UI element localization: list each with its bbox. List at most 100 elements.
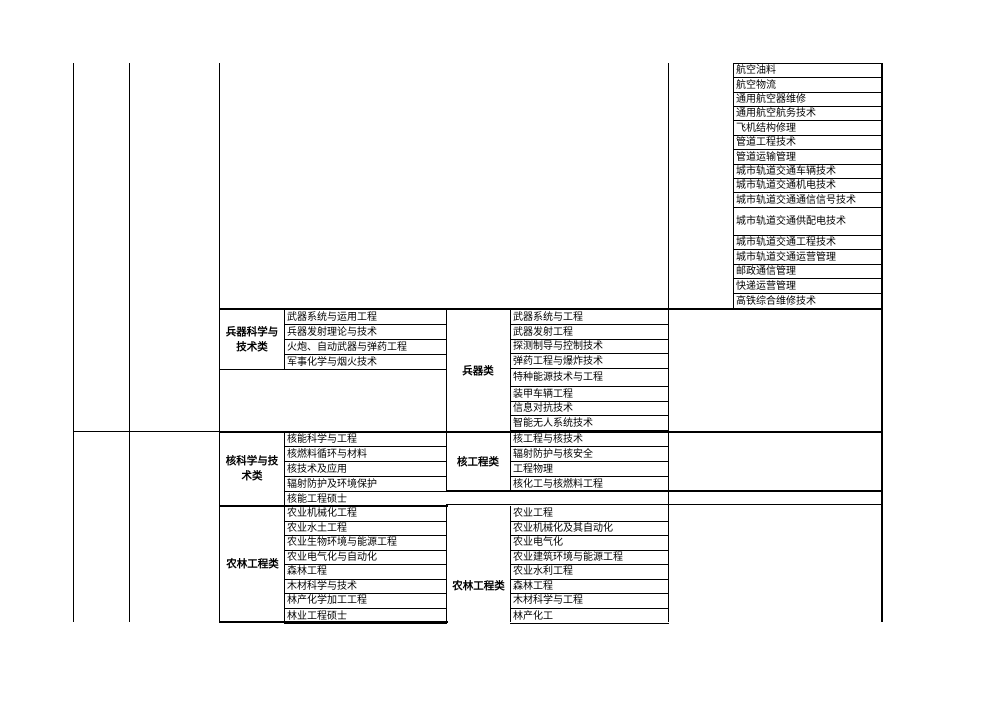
- row-underline: [510, 607, 669, 609]
- agri-left-group: 农林工程类: [226, 557, 279, 570]
- row-line-mid: [73, 431, 220, 432]
- major-item: 工程物理: [513, 464, 553, 475]
- major-item: 农业机械化工程: [287, 508, 357, 519]
- major-item: 林产化学加工工程: [287, 595, 367, 606]
- col-line-3: [219, 63, 220, 622]
- row-underline: [284, 491, 447, 492]
- major-item: 管道工程技术: [736, 137, 796, 148]
- row-underline: [733, 293, 882, 294]
- major-item: 森林工程: [287, 566, 327, 577]
- major-item: 通用航空器维修: [736, 94, 806, 105]
- row-underline: [733, 264, 882, 265]
- row-underline: [284, 549, 447, 551]
- nuclear-left-divider: [284, 432, 285, 506]
- weapons-left-divider: [284, 310, 285, 370]
- row-underline: [733, 106, 882, 107]
- major-item: 武器系统与运用工程: [287, 312, 377, 323]
- major-item: 航空物流: [736, 80, 776, 91]
- row-underline: [733, 178, 882, 179]
- col-line-2: [129, 63, 130, 622]
- major-item: 弹药工程与爆炸技术: [513, 356, 603, 367]
- row-underline: [510, 578, 669, 580]
- major-item: 特种能源技术与工程: [513, 372, 603, 383]
- agri-bottom-border: [219, 621, 448, 623]
- major-item: 林产化工: [513, 610, 553, 622]
- major-item: 城市轨道交通通信信号技术: [736, 195, 856, 206]
- row-underline: [510, 476, 669, 477]
- major-item: 城市轨道交通工程技术: [736, 237, 836, 248]
- row-underline: [284, 476, 447, 477]
- major-item: 辐射防护及环境保护: [287, 479, 377, 490]
- row-underline: [284, 369, 447, 370]
- row-underline: [510, 430, 669, 431]
- row-underline: [284, 324, 447, 325]
- agri-top-border: [219, 505, 448, 507]
- weapons-right-group: 兵器类: [462, 364, 494, 377]
- row-underline: [733, 249, 882, 250]
- major-item: 核化工与核燃料工程: [513, 479, 603, 490]
- major-item: 农业机械化及其自动化: [513, 522, 613, 534]
- row-underline: [733, 77, 882, 78]
- row-underline: [284, 593, 447, 594]
- major-item: 核工程与核技术: [513, 434, 583, 445]
- row-underline: [284, 446, 447, 447]
- major-item: 辐射防护与核安全: [513, 449, 593, 460]
- row-underline: [733, 235, 882, 236]
- major-item: 兵器发射理论与技术: [287, 327, 377, 338]
- major-item: 武器发射工程: [513, 327, 573, 338]
- row-underline: [284, 622, 447, 624]
- row-underline: [733, 278, 882, 279]
- major-item: 木材科学与技术: [287, 580, 357, 592]
- major-item: 信息对抗技术: [513, 403, 573, 414]
- row-underline: [284, 461, 447, 462]
- major-item: 邮政通信管理: [736, 266, 796, 277]
- row-underline: [510, 368, 669, 369]
- major-item: 核能工程硕士: [287, 494, 347, 505]
- nuclear-right-group: 核工程类: [457, 455, 499, 468]
- top-list-left-border: [733, 63, 734, 309]
- major-item: 农业生物环境与能源工程: [287, 537, 397, 548]
- major-item: 木材科学与工程: [513, 595, 583, 606]
- col-line-5: [881, 63, 883, 622]
- row-underline: [510, 401, 669, 402]
- nuclear-mid-divider: [446, 432, 447, 492]
- weapons-right-divider: [510, 310, 511, 432]
- row-underline: [510, 353, 669, 354]
- weapons-bottom-border: [219, 431, 883, 433]
- major-item: 核能科学与工程: [287, 434, 357, 445]
- row-underline: [284, 354, 447, 355]
- major-item: 快递运营管理: [736, 281, 796, 292]
- row-underline: [284, 578, 447, 580]
- row-underline: [510, 339, 669, 340]
- row-underline: [510, 564, 669, 565]
- major-item: 火炮、自动武器与弹药工程: [287, 342, 407, 353]
- row-underline: [284, 520, 447, 522]
- major-item: 武器系统与工程: [513, 312, 583, 323]
- major-item: 城市轨道交通车辆技术: [736, 166, 836, 177]
- row-underline: [510, 622, 669, 624]
- row-underline: [510, 324, 669, 325]
- agri-right-group: 农林工程类: [452, 579, 505, 592]
- major-item: 核技术及应用: [287, 464, 347, 475]
- major-item: 农业电气化: [513, 537, 563, 548]
- major-item: 航空油料: [736, 65, 776, 76]
- row-underline: [510, 593, 669, 594]
- row-underline: [733, 135, 882, 136]
- row-underline: [510, 386, 669, 387]
- row-underline: [284, 607, 447, 609]
- row-underline: [284, 564, 447, 565]
- major-item: 通用航空航务技术: [736, 108, 816, 119]
- major-item: 城市轨道交通运营管理: [736, 252, 836, 263]
- row-underline: [510, 535, 669, 536]
- weapons-left-group: 兵器科学与技术类: [225, 326, 279, 353]
- top-list-top-border: [733, 63, 882, 64]
- row-underline: [733, 92, 882, 93]
- row-underline: [733, 149, 882, 150]
- major-item: 管道运输管理: [736, 152, 796, 163]
- nuclear-left-group: 核科学与技术类: [225, 455, 279, 482]
- major-item: 飞机结构修理: [736, 123, 796, 134]
- major-item: 城市轨道交通机电技术: [736, 180, 836, 191]
- row-underline: [510, 549, 669, 551]
- major-item: 探测制导与控制技术: [513, 341, 603, 352]
- row-underline: [284, 339, 447, 340]
